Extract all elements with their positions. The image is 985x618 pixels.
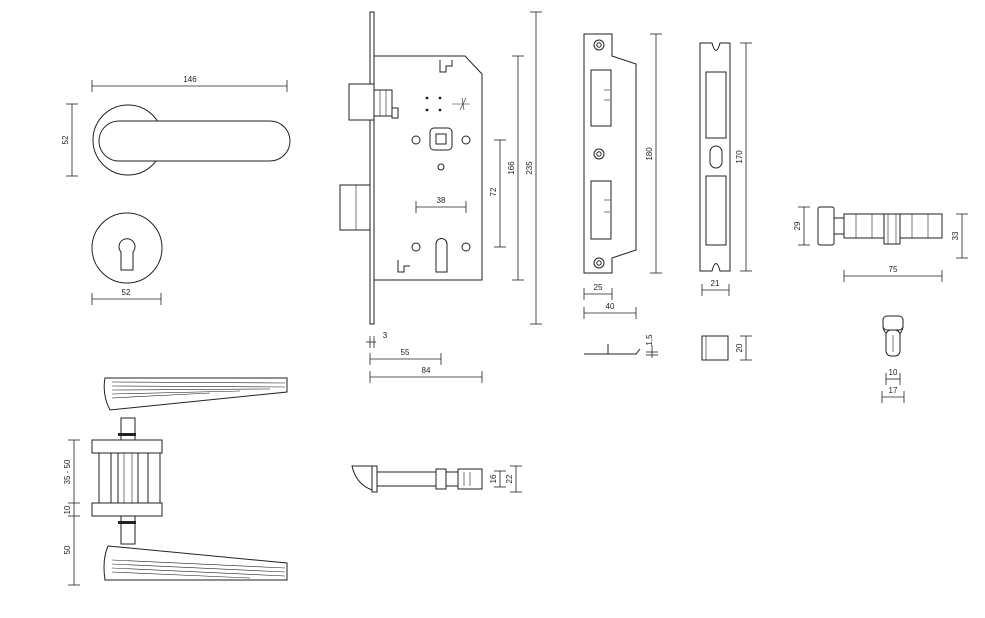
- dim-latch-22-label: 22: [505, 474, 514, 483]
- dim-door-thickness: 35 - 50 10 50: [63, 439, 80, 586]
- dim-lock-166: 166: [507, 55, 524, 281]
- dim-handle-height: 52: [61, 103, 78, 177]
- dim-strike-40: 40: [583, 302, 637, 319]
- dim-lock-38-label: 38: [437, 196, 446, 205]
- cylinder-end-view: [882, 315, 904, 357]
- dim-rose-diameter-label: 52: [122, 288, 131, 297]
- dim-lock-84: 84: [369, 366, 483, 383]
- dim-lock-3: 3: [366, 331, 388, 348]
- dim-strike-40-label: 40: [606, 302, 615, 311]
- dim-box-20-label: 20: [735, 343, 744, 352]
- dim-box-21: 21: [701, 279, 730, 296]
- dim-cyl-29: 29: [793, 206, 810, 246]
- strike-profile: 1,5: [584, 334, 658, 358]
- dim-handle-width-label: 146: [183, 75, 197, 84]
- dim-latch-16: 16: [489, 470, 506, 488]
- dim-lock-84-label: 84: [422, 366, 431, 375]
- dim-cyl-75: 75: [843, 265, 943, 282]
- dim-strike-25: 25: [583, 283, 613, 300]
- mortise-lock-body: [339, 11, 483, 325]
- dim-box-170: 170: [735, 42, 752, 272]
- dim-cyl-75-label: 75: [889, 265, 898, 274]
- dim-door-10-label: 10: [63, 505, 72, 514]
- dim-rose-diameter: 52: [91, 288, 162, 305]
- dim-lock-235: 235: [525, 11, 542, 325]
- dim-cyl-10-label: 10: [889, 368, 898, 377]
- dim-cyl-33: 33: [951, 213, 968, 259]
- dim-handle-height-label: 52: [61, 135, 70, 144]
- dim-lock-38: 38: [415, 196, 467, 213]
- dim-strike-1-5-label: 1,5: [645, 334, 654, 346]
- dim-cyl-10: 10: [885, 368, 901, 385]
- dim-strike-180: 180: [645, 33, 662, 274]
- dim-lock-72-label: 72: [489, 187, 498, 196]
- keep-box: [699, 42, 731, 272]
- dim-cyl-29-label: 29: [793, 221, 802, 230]
- escutcheon-rose: [91, 212, 163, 284]
- dim-strike-180-label: 180: [645, 147, 654, 161]
- dim-door-50-label: 50: [63, 545, 72, 554]
- dim-lock-3-label: 3: [383, 331, 388, 340]
- handle-front-view: [92, 104, 291, 176]
- strike-plate: [583, 33, 637, 274]
- dim-latch-22: 22: [505, 465, 522, 493]
- dim-latch-16-label: 16: [489, 474, 498, 483]
- dim-cyl-17-label: 17: [889, 386, 898, 395]
- dim-lock-55-label: 55: [401, 348, 410, 357]
- dim-lock-235-label: 235: [525, 161, 534, 175]
- dim-strike-25-label: 25: [594, 283, 603, 292]
- lock-top-view: [351, 465, 483, 493]
- cylinder: [817, 206, 943, 246]
- dim-cyl-17: 17: [881, 386, 905, 403]
- dim-lock-72: 72: [489, 139, 506, 248]
- dim-door-35-50-label: 35 - 50: [63, 459, 72, 484]
- dim-lock-55: 55: [369, 348, 442, 365]
- dim-cyl-33-label: 33: [951, 231, 960, 240]
- dim-box-170-label: 170: [735, 150, 744, 164]
- handle-side-view: [91, 377, 288, 581]
- dim-handle-width: 146: [91, 75, 288, 92]
- dim-lock-166-label: 166: [507, 161, 516, 175]
- dim-box-21-label: 21: [711, 279, 720, 288]
- box-profile: 20: [701, 335, 752, 361]
